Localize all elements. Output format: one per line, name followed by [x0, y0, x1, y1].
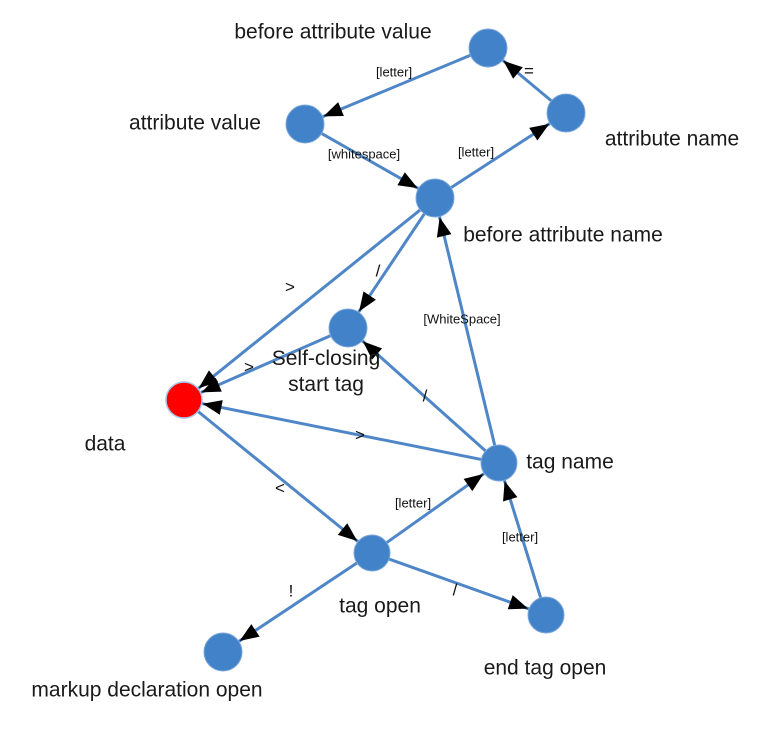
edge-tag_open-to-markup_declaration_open	[237, 561, 359, 644]
state-node-end_tag_open[interactable]	[527, 596, 565, 634]
edge-label-self_closing_start_tag-to-data: >	[244, 357, 254, 376]
state-label-attribute_value: attribute value	[129, 112, 261, 135]
arrowhead-tag_open-to-markup_declaration_open	[239, 624, 260, 641]
edge-label-before_attribute_value-to-attribute_value: [letter]	[376, 64, 412, 79]
state-node-attribute_name[interactable]	[546, 93, 586, 133]
arrowhead-self_closing_start_tag-to-data	[201, 377, 222, 393]
state-node-tag_name[interactable]	[480, 444, 518, 482]
arrowhead-end_tag_open-to-tag_name	[503, 481, 518, 502]
arrowhead-before_attribute_value-to-attribute_value	[323, 102, 344, 117]
state-node-attribute_value[interactable]	[285, 104, 325, 144]
edge-label-before_attribute_name-to-self_closing_start_tag: /	[376, 261, 381, 280]
node-labels-layer: before attribute value attribute value att…	[31, 21, 739, 702]
edge-label-tag_name-to-before_attribute_name: [WhiteSpace]	[423, 311, 500, 326]
edge-tag_name-to-self_closing_start_tag	[360, 338, 488, 453]
arrowhead-attribute_value-to-before_attribute_name	[397, 172, 418, 189]
state-label-before_attribute_name: before attribute name	[463, 224, 663, 247]
state-node-before_attribute_name[interactable]	[415, 178, 455, 218]
state-node-tag_open[interactable]	[353, 534, 391, 572]
state-label-tag_name: tag name	[526, 451, 614, 474]
edge-labels-layer: [letter] = [letter] [whitespace] > / [WhiteSpa…	[244, 61, 538, 600]
edge-tag_name-to-before_attribute_name	[437, 215, 497, 447]
edge-tag_open-to-end_tag_open	[387, 557, 531, 611]
arrowhead-tag_name-to-self_closing_start_tag	[362, 341, 383, 360]
arrowhead-data-to-tag_open	[337, 523, 358, 542]
edge-label-tag_open-to-end_tag_open: /	[453, 580, 458, 599]
state-label-markup_declaration_open: markup declaration open	[31, 679, 262, 702]
arrowhead-before_attribute_name-to-data	[198, 370, 219, 389]
state-node-data[interactable]	[165, 381, 203, 419]
arrowhead-attribute_name-to-before_attribute_value	[503, 60, 523, 79]
edge-label-before_attribute_name-to-attribute_name: [letter]	[458, 144, 494, 159]
arrowhead-before_attribute_name-to-attribute_name	[529, 123, 550, 141]
edge-label-attribute_value-to-before_attribute_name: [whitespace]	[328, 146, 400, 161]
edge-self_closing_start_tag-to-data	[198, 333, 333, 395]
state-label-attribute_name: attribute name	[605, 128, 739, 151]
edge-before_attribute_name-to-data	[196, 208, 422, 391]
state-node-markup_declaration_open[interactable]	[203, 632, 243, 672]
state-label-data: data	[85, 433, 126, 456]
arrowheads-layer	[198, 60, 550, 641]
arrowhead-tag_open-to-tag_name	[463, 473, 484, 492]
edge-label-before_attribute_name-to-data: >	[285, 277, 295, 296]
edge-label-tag_name-to-data: >	[355, 425, 365, 444]
state-label-end_tag_open: end tag open	[484, 657, 607, 680]
state-label-tag_open: tag open	[339, 595, 421, 618]
state-node-self_closing_start_tag[interactable]	[328, 308, 368, 348]
edge-tag_name-to-data	[200, 401, 483, 462]
arrowhead-before_attribute_name-to-self_closing_start_tag	[359, 291, 376, 312]
state-label-before_attribute_value: before attribute value	[234, 21, 431, 44]
edge-label-tag_open-to-markup_declaration_open: !	[289, 581, 294, 600]
arrowhead-tag_name-to-before_attribute_name	[436, 217, 452, 238]
state-node-before_attribute_value[interactable]	[468, 28, 508, 68]
nodes-layer	[165, 28, 586, 672]
edge-label-attribute_name-to-before_attribute_value: =	[524, 61, 534, 80]
edge-data-to-tag_open	[196, 409, 360, 544]
edge-before_attribute_value-to-attribute_value	[321, 53, 472, 119]
arrowhead-tag_open-to-end_tag_open	[507, 595, 529, 610]
edge-label-data-to-tag_open: <	[275, 478, 285, 497]
arrowhead-tag_name-to-data	[202, 400, 223, 415]
edge-label-tag_name-to-self_closing_start_tag: /	[423, 386, 428, 405]
edge-label-tag_open-to-tag_name: [letter]	[395, 495, 431, 510]
edge-label-end_tag_open-to-tag_name: [letter]	[502, 529, 538, 544]
